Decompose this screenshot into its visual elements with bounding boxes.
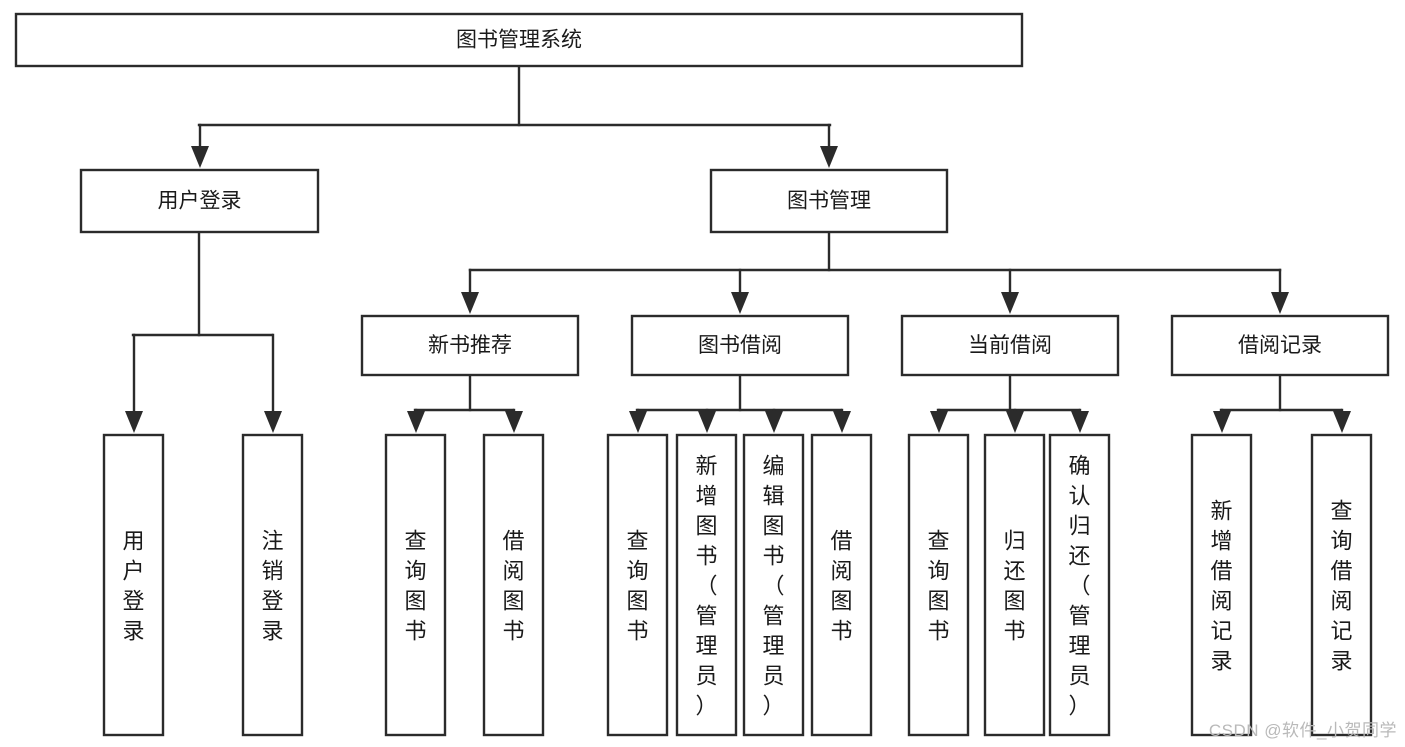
node-user-login[interactable]: 用户登录: [79, 168, 320, 234]
node-leaf-add-book-admin[interactable]: 新增图书（管理员）: [675, 433, 738, 737]
arrow-head-icon: [461, 292, 479, 314]
node-label-current-borrow: 当前借阅: [968, 334, 1052, 357]
node-current-borrow[interactable]: 当前借阅: [900, 314, 1120, 377]
node-box-leaf-borrow-book: [810, 433, 873, 737]
arrow-head-icon: [1006, 411, 1024, 433]
node-label-leaf-user-logout: 注销登录: [261, 528, 283, 643]
node-box-leaf-borrow-book-rec: [482, 433, 545, 737]
arrow-head-icon: [191, 146, 209, 168]
node-box-leaf-return-book: [983, 433, 1046, 737]
arrow-head-icon: [1071, 411, 1089, 433]
node-box-leaf-confirm-return-admin: [1048, 433, 1111, 737]
node-box-leaf-query-book-borrow: [606, 433, 669, 737]
arrow-head-icon: [930, 411, 948, 433]
node-leaf-edit-book-admin[interactable]: 编辑图书（管理员）: [742, 433, 805, 737]
node-leaf-borrow-book-rec[interactable]: 借阅图书: [482, 433, 545, 737]
node-box-borrow-record: [1170, 314, 1390, 377]
node-label-leaf-edit-book-admin: 编辑图书（管理员）: [762, 453, 784, 718]
node-label-leaf-borrow-book: 借阅图书: [830, 528, 852, 643]
node-label-leaf-add-borrow-record: 新增借阅记录: [1210, 498, 1232, 673]
node-box-leaf-user-login: [102, 433, 165, 737]
arrow-head-icon: [1213, 411, 1231, 433]
arrow-head-icon: [765, 411, 783, 433]
arrow-head-icon: [407, 411, 425, 433]
node-label-new-book-rec: 新书推荐: [428, 334, 512, 357]
node-box-leaf-edit-book-admin: [742, 433, 805, 737]
node-label-leaf-user-login: 用户登录: [122, 528, 144, 643]
node-leaf-query-book-cur[interactable]: 查询图书: [907, 433, 970, 737]
node-box-leaf-add-book-admin: [675, 433, 738, 737]
node-box-user-login: [79, 168, 320, 234]
node-new-book-rec[interactable]: 新书推荐: [360, 314, 580, 377]
arrow-head-icon: [125, 411, 143, 433]
node-box-root: [14, 12, 1024, 68]
node-label-leaf-confirm-return-admin: 确认归还（管理员）: [1068, 453, 1090, 718]
node-label-leaf-return-book: 归还图书: [1003, 528, 1025, 643]
arrow-head-icon: [1001, 292, 1019, 314]
node-leaf-return-book[interactable]: 归还图书: [983, 433, 1046, 737]
arrow-head-icon: [629, 411, 647, 433]
node-box-book-borrow: [630, 314, 850, 377]
node-label-borrow-record: 借阅记录: [1238, 334, 1322, 357]
arrow-head-icon: [820, 146, 838, 168]
arrow-head-icon: [833, 411, 851, 433]
node-label-leaf-query-book-borrow: 查询图书: [626, 528, 648, 643]
node-root[interactable]: 图书管理系统: [14, 12, 1024, 68]
arrow-head-icon: [731, 292, 749, 314]
connectors-layer: [125, 64, 1351, 433]
node-leaf-add-borrow-record[interactable]: 新增借阅记录: [1190, 433, 1253, 737]
nodes-layer: 图书管理系统用户登录图书管理新书推荐图书借阅当前借阅借阅记录用户登录注销登录查询…: [14, 12, 1390, 737]
arrow-head-icon: [264, 411, 282, 433]
node-label-user-login: 用户登录: [158, 190, 242, 213]
arrow-head-icon: [1333, 411, 1351, 433]
node-leaf-user-logout[interactable]: 注销登录: [241, 433, 304, 737]
arrow-head-icon: [505, 411, 523, 433]
node-label-book-borrow: 图书借阅: [698, 334, 782, 357]
arrow-head-icon: [698, 411, 716, 433]
node-box-book-manage: [709, 168, 949, 234]
node-label-leaf-query-borrow-record: 查询借阅记录: [1330, 498, 1352, 673]
node-label-leaf-query-book-rec: 查询图书: [404, 528, 426, 643]
node-label-leaf-add-book-admin: 新增图书（管理员）: [695, 453, 717, 718]
node-label-root: 图书管理系统: [456, 29, 582, 52]
node-book-borrow[interactable]: 图书借阅: [630, 314, 850, 377]
arrow-head-icon: [1271, 292, 1289, 314]
node-box-leaf-add-borrow-record: [1190, 433, 1253, 737]
node-box-leaf-query-book-rec: [384, 433, 447, 737]
node-leaf-query-book-rec[interactable]: 查询图书: [384, 433, 447, 737]
node-borrow-record[interactable]: 借阅记录: [1170, 314, 1390, 377]
node-leaf-query-book-borrow[interactable]: 查询图书: [606, 433, 669, 737]
node-box-leaf-query-book-cur: [907, 433, 970, 737]
node-book-manage[interactable]: 图书管理: [709, 168, 949, 234]
node-label-leaf-query-book-cur: 查询图书: [927, 528, 949, 643]
node-leaf-query-borrow-record[interactable]: 查询借阅记录: [1310, 433, 1373, 737]
node-box-leaf-user-logout: [241, 433, 304, 737]
node-label-leaf-borrow-book-rec: 借阅图书: [502, 528, 524, 643]
node-box-new-book-rec: [360, 314, 580, 377]
node-box-leaf-query-borrow-record: [1310, 433, 1373, 737]
node-leaf-borrow-book[interactable]: 借阅图书: [810, 433, 873, 737]
node-label-book-manage: 图书管理: [787, 190, 871, 213]
node-leaf-confirm-return-admin[interactable]: 确认归还（管理员）: [1048, 433, 1111, 737]
node-box-current-borrow: [900, 314, 1120, 377]
node-leaf-user-login[interactable]: 用户登录: [102, 433, 165, 737]
